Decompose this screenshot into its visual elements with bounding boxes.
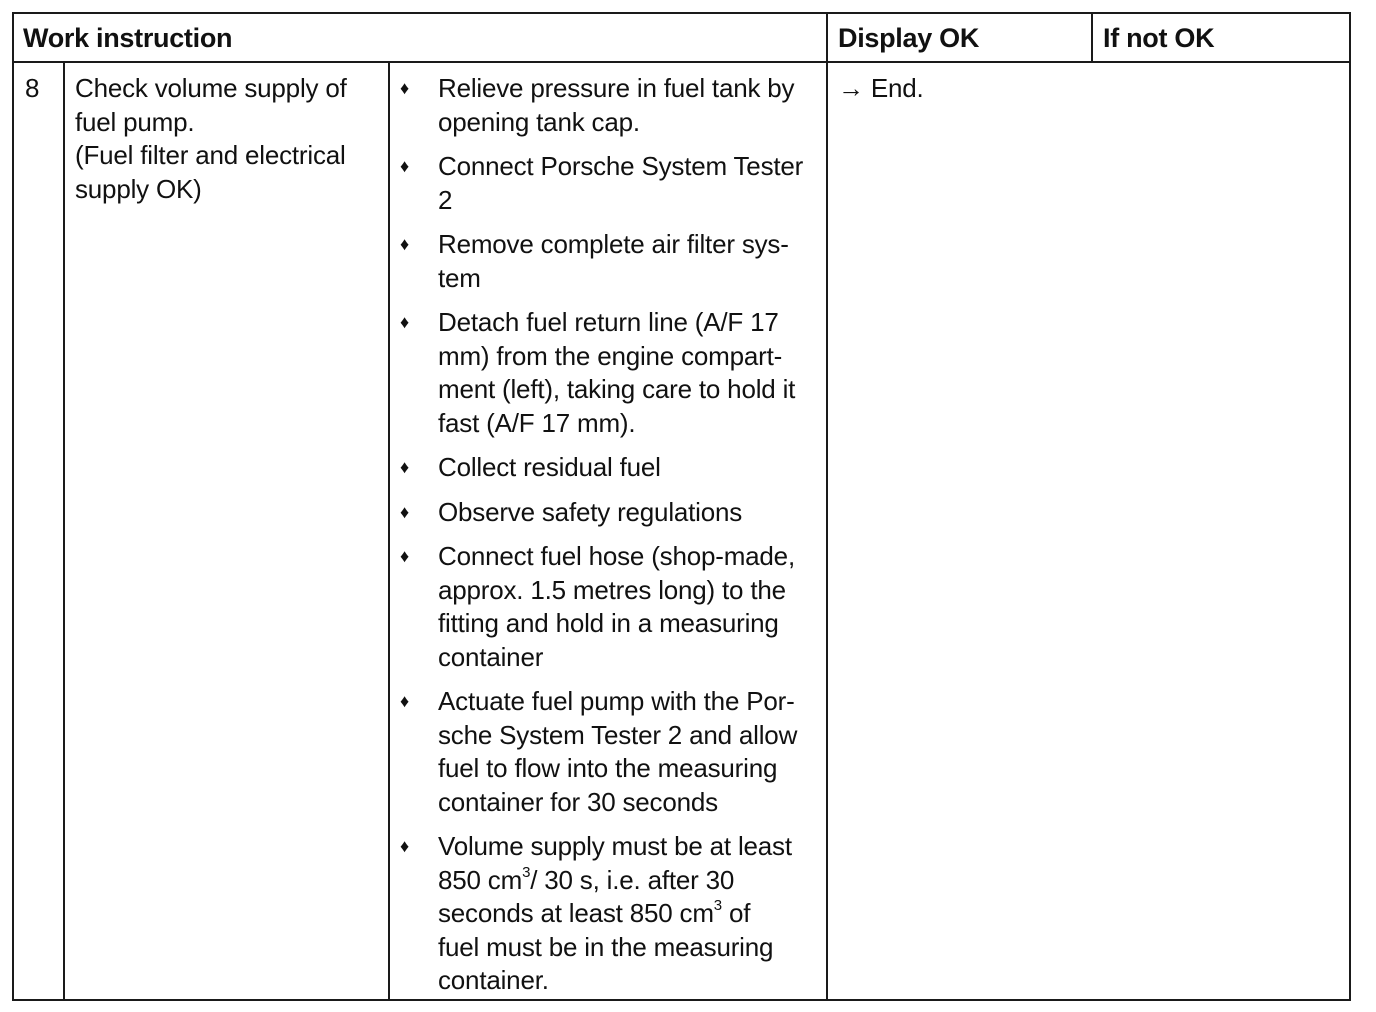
instruction-item: ♦ Connect fuel hose (shop-made,approx. 1.… xyxy=(390,540,820,674)
diamond-bullet-icon: ♦ xyxy=(400,546,409,566)
instruction-item: ♦ Remove complete air filter sys-tem xyxy=(390,228,820,295)
instruction-line: ment (left), taking care to hold it xyxy=(438,374,796,404)
instruction-line: 2 xyxy=(438,184,453,215)
column-divider-display xyxy=(826,14,828,999)
instruction-line: Volume supply must be at least xyxy=(438,831,792,861)
diamond-bullet-icon: ♦ xyxy=(400,836,409,856)
instruction-line: fast (A/F 17 mm). xyxy=(438,407,636,438)
instruction-line: container. xyxy=(438,965,549,995)
check-description: Check volume supply of fuel pump. (Fuel … xyxy=(75,72,380,206)
diamond-bullet-icon: ♦ xyxy=(400,234,409,254)
instruction-line: container xyxy=(438,641,544,672)
check-line: supply OK) xyxy=(75,173,202,204)
check-line: Check volume supply of xyxy=(75,73,347,103)
instruction-line: container for 30 seconds xyxy=(438,786,718,817)
instruction-item: ♦ Observe safety regulations xyxy=(390,496,820,530)
instruction-line: 850 cm3/ 30 s, i.e. after 30 xyxy=(438,863,735,895)
column-divider-items xyxy=(388,63,390,999)
check-line: (Fuel filter and electrical xyxy=(75,140,346,170)
step-number: 8 xyxy=(25,73,40,103)
diamond-bullet-icon: ♦ xyxy=(400,691,409,711)
work-instruction-table: Work instruction Display OK If not OK 8 … xyxy=(12,12,1351,1001)
instruction-line: mm) from the engine compart- xyxy=(438,340,783,371)
diamond-bullet-icon: ♦ xyxy=(400,457,409,477)
header-divider xyxy=(14,61,1349,63)
instruction-line: sche System Tester 2 and allow xyxy=(438,719,798,750)
instruction-line: seconds at least 850 cm3 of xyxy=(438,897,751,928)
column-divider-step-number xyxy=(63,63,65,999)
column-divider-if-not-ok xyxy=(1091,14,1093,63)
instruction-line: opening tank cap. xyxy=(438,106,640,137)
diamond-bullet-icon: ♦ xyxy=(400,312,409,332)
instruction-line: Detach fuel return line (A/F 17 xyxy=(438,307,779,337)
instruction-line: Collect residual fuel xyxy=(438,452,661,482)
header-if-not-ok: If not OK xyxy=(1103,23,1215,53)
instruction-line: Relieve pressure in fuel tank by xyxy=(438,73,795,103)
instruction-item: ♦ Actuate fuel pump with the Por-sche Sys… xyxy=(390,685,820,819)
instruction-line: fuel must be in the measuring xyxy=(438,931,774,962)
instruction-line: Observe safety regulations xyxy=(438,496,743,527)
instruction-line: fitting and hold in a measuring xyxy=(438,608,779,638)
header-display-ok: Display OK xyxy=(838,23,980,53)
instruction-line: Actuate fuel pump with the Por- xyxy=(438,686,795,716)
header-work-instruction: Work instruction xyxy=(23,23,233,53)
instruction-line: fuel to flow into the measuring xyxy=(438,753,778,783)
display-ok-text: → End. xyxy=(838,73,924,103)
instruction-line: tem xyxy=(438,262,481,293)
instruction-line: approx. 1.5 metres long) to the xyxy=(438,574,786,605)
instruction-line: Remove complete air filter sys- xyxy=(438,229,789,259)
diamond-bullet-icon: ♦ xyxy=(400,156,409,176)
instruction-item: ♦ Collect residual fuel xyxy=(390,451,820,485)
diamond-bullet-icon: ♦ xyxy=(400,501,409,522)
check-line: fuel pump. xyxy=(75,106,195,137)
diamond-bullet-icon: ♦ xyxy=(400,78,409,98)
instruction-line: Connect Porsche System Tester xyxy=(438,151,804,181)
instruction-line: Connect fuel hose (shop-made, xyxy=(438,541,795,571)
